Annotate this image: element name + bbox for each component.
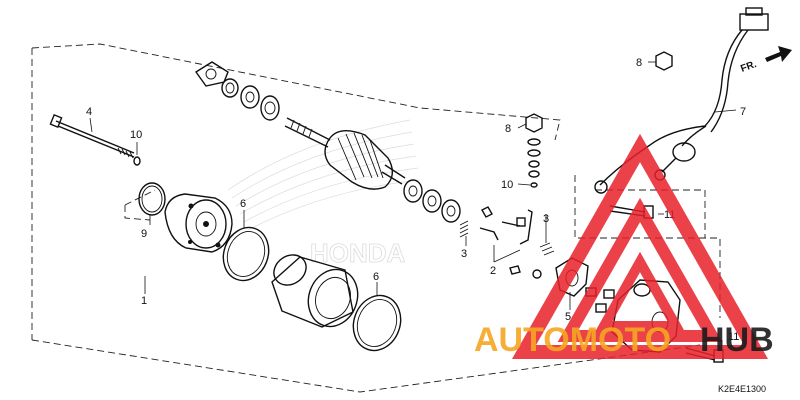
diagram-code: K2E4E1300 (718, 384, 766, 394)
through-bolt-4 (49, 113, 135, 159)
cable-harness-7 (594, 7, 769, 194)
callout-11-lower: 11 (728, 331, 739, 343)
callout-labels: 1 2 3 3 4 5 6 6 7 8 8 9 10 10 11 11 (86, 57, 746, 343)
front-label: FR. (739, 59, 758, 75)
warning-triangle-logo-icon (511, 133, 769, 359)
watermark-text-hub: HUB (700, 321, 774, 359)
front-direction-indicator: FR. (739, 46, 792, 75)
callout-8-stack: 8 (505, 123, 511, 135)
terminal-nut-stack (525, 113, 543, 188)
honda-wing-logo-background: HONDA (227, 119, 421, 268)
callout-11-upper: 11 (664, 209, 675, 221)
o-ring-6-rear (352, 294, 402, 352)
callout-10-stack: 10 (501, 179, 513, 191)
callout-3-right: 3 (543, 213, 549, 225)
callout-4: 4 (86, 106, 92, 118)
armature (284, 117, 406, 190)
callout-9: 9 (141, 228, 147, 240)
o-ring-6-front (222, 226, 270, 282)
callout-6-front: 6 (240, 198, 246, 210)
front-cover (164, 193, 233, 253)
automotohub-watermark: AUTOMOTO HUB (474, 133, 774, 359)
nut-8-harness (655, 51, 673, 71)
callout-1: 1 (141, 295, 147, 307)
watermark-text-automoto: AUTOMOTO (474, 321, 671, 359)
motor-yoke (271, 254, 359, 328)
callout-2: 2 (490, 265, 496, 277)
o-ring-10 (133, 156, 141, 166)
callout-10-bolt: 10 (130, 129, 142, 141)
callout-5: 5 (565, 311, 571, 323)
callout-6-rear: 6 (373, 271, 379, 283)
callout-3-left: 3 (461, 248, 467, 260)
callout-7: 7 (740, 106, 746, 118)
assembly-frame (31, 43, 721, 393)
callout-8-harness: 8 (636, 57, 642, 69)
thrust-washers-lower (403, 179, 461, 223)
thrust-washers-upper (194, 61, 280, 121)
brush-spring-left-3 (459, 220, 469, 238)
brush-spring-right-3 (539, 242, 555, 256)
o-ring-9 (138, 182, 166, 216)
brush-terminal-set-2 (479, 206, 533, 275)
front-arrow-icon (765, 46, 792, 62)
honda-logo-text: HONDA (310, 238, 406, 268)
